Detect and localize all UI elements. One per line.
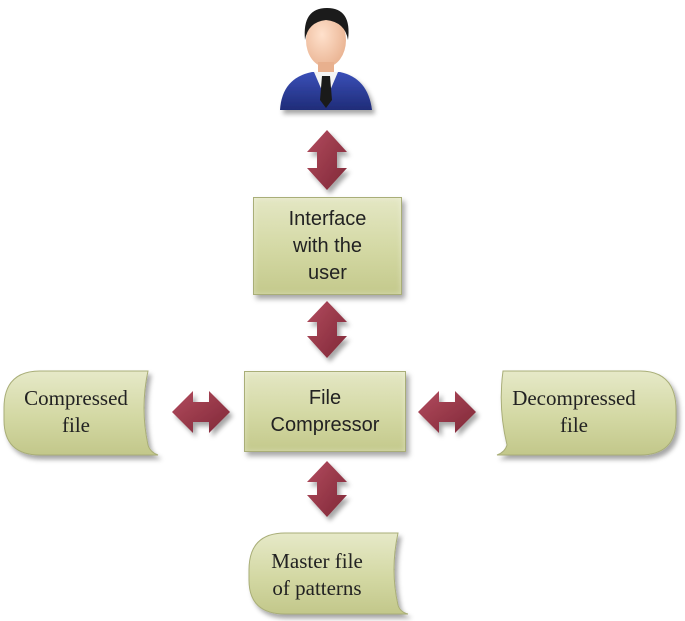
user-avatar-icon: [280, 8, 372, 110]
file-compressor-box: File Compressor: [244, 371, 406, 452]
decompressed-file-doc: [496, 370, 677, 456]
compressor-line-1: File: [308, 386, 342, 409]
decompressed-line-1: Decompressed: [512, 386, 636, 410]
arrow-compressor-decompressed: [418, 391, 476, 433]
master-file-label: Master file of patterns: [252, 536, 382, 614]
interface-line-1: Interface: [288, 207, 367, 230]
interface-line-2: with the: [293, 234, 362, 257]
decompressed-line-2: file: [560, 413, 588, 437]
decompressed-file-label: Decompressed file: [498, 373, 650, 451]
compressor-line-2: Compressor: [270, 413, 380, 436]
compressed-line-2: file: [62, 413, 90, 437]
arrow-compressed-compressor: [172, 391, 230, 433]
master-file-doc: [248, 532, 409, 615]
interface-with-user-box: Interface with the user: [253, 197, 402, 295]
master-line-2: of patterns: [272, 576, 362, 600]
arrow-interface-compressor: [307, 301, 347, 358]
compressed-line-1: Compressed: [24, 386, 128, 410]
interface-line-3: user: [308, 261, 347, 284]
master-line-1: Master file: [271, 549, 363, 573]
compressed-file-doc: [3, 370, 159, 456]
arrow-user-interface: [307, 130, 347, 190]
compressed-file-label: Compressed file: [5, 373, 147, 451]
arrow-compressor-master: [307, 461, 347, 517]
